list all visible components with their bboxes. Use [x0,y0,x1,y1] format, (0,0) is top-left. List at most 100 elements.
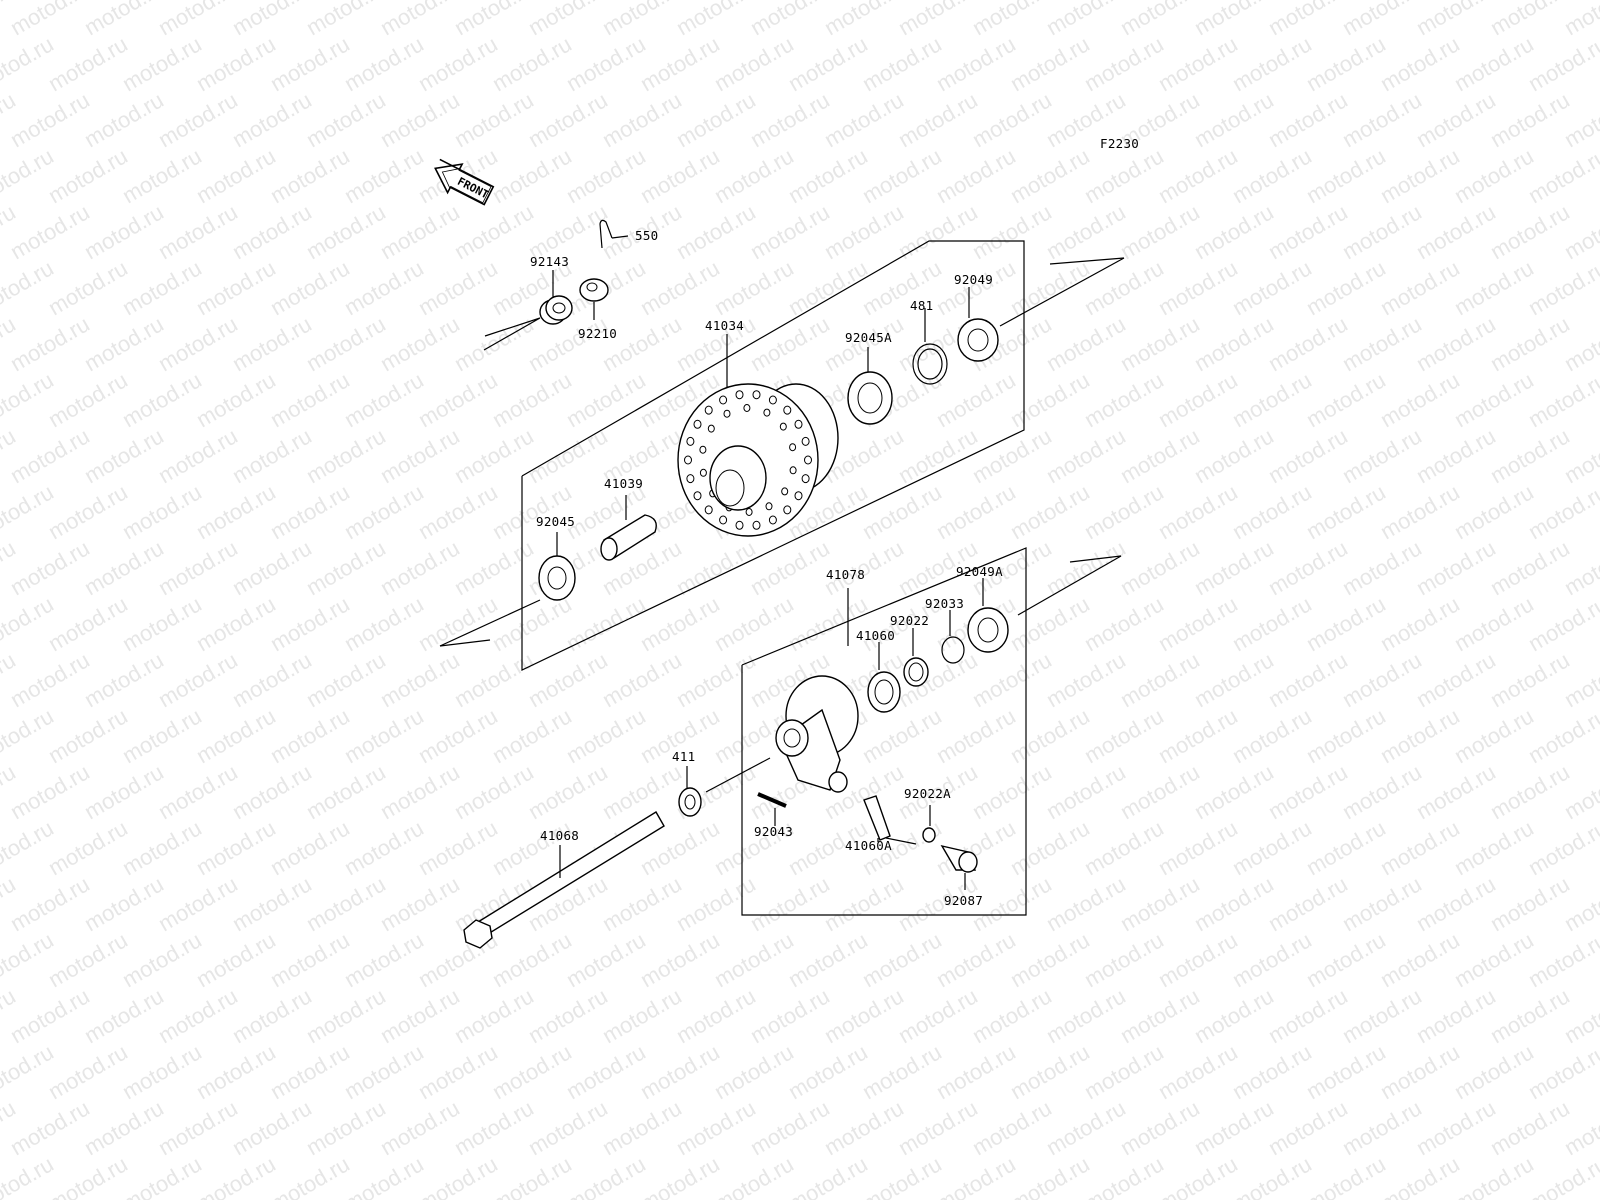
watermark-text: motod.ru [302,759,390,824]
watermark-text: motod.ru [6,871,94,936]
watermark-text: motod.ru [1338,1095,1426,1160]
watermark-text: motod.ru [44,1039,132,1104]
watermark-text: motod.ru [1080,703,1168,768]
watermark-text: motod.ru [414,815,502,880]
disc-hole [699,445,707,454]
label-92143: 92143 [530,254,569,269]
watermark-text: motod.ru [1450,367,1538,432]
watermark-text: motod.ru [44,31,132,96]
watermark-text: motod.ru [0,1039,58,1104]
wheel-hub-icon [677,334,839,537]
watermark-text: motod.ru [118,143,206,208]
watermark-text: motod.ru [1116,199,1204,264]
watermark-text: motod.ru [1080,1151,1168,1200]
watermark-text: motod.ru [1376,815,1464,880]
watermark-text: motod.ru [340,1151,428,1200]
watermark-text: motod.ru [784,1039,872,1104]
watermark-text: motod.ru [710,1039,798,1104]
watermark-text: motod.ru [80,647,168,712]
gear-housing-icon [775,588,859,793]
watermark-text: motod.ru [80,871,168,936]
watermark-text: motod.ru [154,311,242,376]
watermark-text: motod.ru [820,1095,908,1160]
gear-icon [867,642,901,713]
watermark-text: motod.ru [1154,703,1242,768]
watermark-text: motod.ru [1080,367,1168,432]
watermark-text: motod.ru [1116,983,1204,1048]
watermark-text: motod.ru [154,759,242,824]
watermark-text: motod.ru [710,1151,798,1200]
circlip-icon [912,308,948,385]
watermark-text: motod.ru [1486,983,1574,1048]
watermark-text: motod.ru [228,423,316,488]
watermark-text: motod.ru [1006,479,1094,544]
watermark-text: motod.ru [6,1095,94,1160]
watermark-text: motod.ru [80,87,168,152]
watermark-text: motod.ru [1524,479,1600,544]
pin-icon [757,792,787,826]
disc-hole [699,468,707,477]
watermark-text: motod.ru [1116,871,1204,936]
watermark-text: motod.ru [228,759,316,824]
watermark-text: motod.ru [6,311,94,376]
watermark-text: motod.ru [1412,647,1500,712]
watermark-text: motod.ru [968,199,1056,264]
watermark-text: motod.ru [636,143,724,208]
watermark-text: motod.ru [340,815,428,880]
watermark-text: motod.ru [118,31,206,96]
watermark-text: motod.ru [562,31,650,96]
watermark-text: motod.ru [1486,311,1574,376]
pinion-gear-icon [863,795,917,845]
watermark-text: motod.ru [1376,1151,1464,1200]
watermark-text: motod.ru [1264,1095,1352,1160]
watermark-text: motod.ru [0,367,58,432]
watermark-text: motod.ru [1116,311,1204,376]
watermark-text: motod.ru [1264,199,1352,264]
watermark-text: motod.ru [1006,927,1094,992]
watermark-text: motod.ru [1524,591,1600,656]
watermark-text: motod.ru [598,759,686,824]
watermark-text: motod.ru [488,367,576,432]
watermark-text: motod.ru [1412,535,1500,600]
bearing-icon [847,347,893,425]
watermark-text: motod.ru [894,423,982,488]
watermark-text: motod.ru [450,423,538,488]
watermark-text: motod.ru [488,31,576,96]
watermark-text: motod.ru [1228,1039,1316,1104]
watermark-text: motod.ru [1338,647,1426,712]
disc-hole [707,424,715,433]
watermark-text: motod.ru [340,927,428,992]
watermark-text: motod.ru [1080,1039,1168,1104]
watermark-text: motod.ru [1190,535,1278,600]
watermark-text: motod.ru [858,1039,946,1104]
watermark-text: motod.ru [1190,87,1278,152]
watermark-text: motod.ru [376,199,464,264]
watermark-text: motod.ru [450,1095,538,1160]
watermark-text: motod.ru [672,199,760,264]
watermark-text: motod.ru [1524,927,1600,992]
watermark-text: motod.ru [340,143,428,208]
watermark-text: motod.ru [746,983,834,1048]
watermark-text: motod.ru [228,87,316,152]
watermark-text: motod.ru [894,199,982,264]
watermark-text: motod.ru [154,983,242,1048]
label-41068: 41068 [540,828,579,843]
watermark-text: motod.ru [6,87,94,152]
watermark-text: motod.ru [1228,815,1316,880]
watermark-text: motod.ru [1338,983,1426,1048]
label-92022: 92022 [890,613,929,628]
watermark-text: motod.ru [1338,759,1426,824]
watermark-text: motod.ru [228,1095,316,1160]
watermark-text: motod.ru [1042,423,1130,488]
watermark-text: motod.ru [340,1039,428,1104]
watermark-text: motod.ru [192,1151,280,1200]
watermark-text: motod.ru [1412,311,1500,376]
watermark-text: motod.ru [1154,367,1242,432]
watermark-text: motod.ru [450,983,538,1048]
watermark-text: motod.ru [1486,759,1574,824]
watermark-text: motod.ru [376,87,464,152]
watermark-text: motod.ru [414,367,502,432]
disc-hole [789,443,797,452]
watermark-text: motod.ru [968,87,1056,152]
watermark-text: motod.ru [266,255,354,320]
